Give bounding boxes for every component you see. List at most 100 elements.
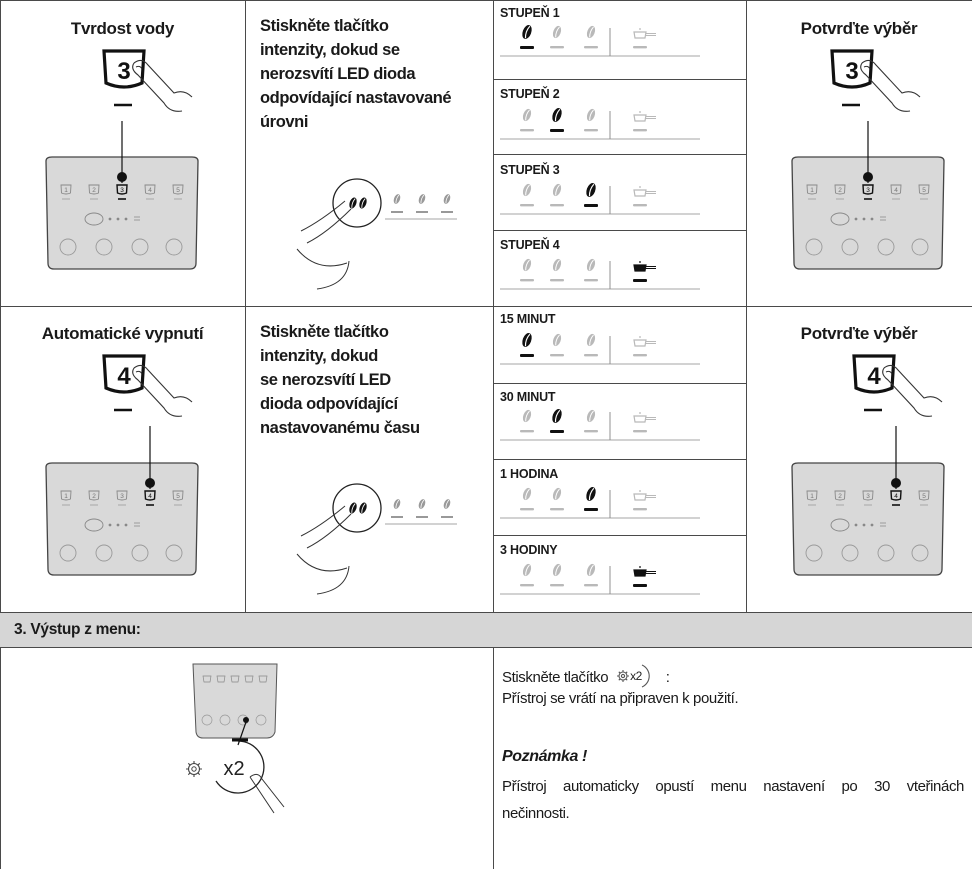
panel-cup-icon: [134, 216, 140, 221]
pressing-hand-icon: [132, 59, 193, 112]
button-outline: [215, 740, 265, 794]
coffee-bean-icon: [586, 333, 596, 347]
note-line: Přístroj automaticky opustí menu nastave…: [502, 778, 964, 795]
auto-off-title: Automatické vypnutí: [41, 324, 204, 343]
cup-icon: [633, 111, 656, 122]
led-bar: [520, 204, 534, 207]
intensity-instruction: Stiskněte tlačítko intenzity, dokud se n…: [260, 320, 490, 440]
led-bar: [633, 354, 647, 357]
instruction-line: úrovni: [260, 113, 309, 131]
panel-key-icon: [172, 490, 184, 501]
panel-bean-dot: [108, 523, 112, 527]
led-bar: [550, 46, 564, 49]
led-bar: [550, 508, 564, 511]
intensity-button-icon: [830, 212, 850, 226]
instruction-line: intenzity, dokud: [260, 347, 378, 365]
led-bar: [416, 211, 428, 213]
exit-instruction: Stiskněte tlačítko x2 :: [502, 663, 670, 693]
panel-round-button: [131, 544, 149, 562]
coffee-bean-icon: [443, 194, 451, 204]
panel-cup-icon: [134, 522, 140, 527]
panel-bean-dot: [870, 217, 874, 221]
step-label: 1 HODINA: [500, 467, 559, 481]
led-bar: [550, 430, 564, 433]
instruction-line: Stiskněte tlačítko: [260, 323, 389, 341]
coffee-bean-icon: [359, 502, 367, 514]
led-bar: [584, 508, 598, 511]
led-bar: [584, 46, 598, 49]
panel-round-button: [805, 544, 823, 562]
coffee-bean-icon: [586, 258, 596, 272]
led-bar: [633, 430, 647, 433]
panel-key-icon: [116, 184, 128, 195]
step-label: 30 MINUT: [500, 390, 556, 404]
led-bar: [391, 516, 403, 518]
panel-key-icon: [890, 490, 902, 501]
panel-key-number: 5: [176, 187, 180, 194]
intensity-button-circle: [332, 178, 382, 228]
panel-bean-dot: [854, 523, 858, 527]
panel-key-icon: [172, 184, 184, 195]
panel-key-number: 4: [148, 187, 152, 194]
auto-off-shield-icon: 4: [102, 354, 146, 412]
led-bar: [584, 430, 598, 433]
coffee-bean-icon: [522, 563, 532, 577]
settings-x2-button-illustration: x2: [186, 738, 285, 814]
cup-icon: [633, 490, 656, 501]
led-bar: [550, 584, 564, 587]
panel-key-icon: [834, 490, 846, 501]
panel-round-button: [95, 544, 113, 562]
panel-key-number: 4: [894, 187, 898, 194]
panel-bean-dot: [124, 523, 128, 527]
led-step-indicator: [500, 563, 700, 595]
led-bar: [633, 584, 647, 587]
column-divider: [493, 0, 494, 869]
step-label: STUPEŇ 2: [500, 87, 560, 101]
panel-key-number: 3: [120, 187, 124, 194]
panel-round-button: [59, 238, 77, 256]
confirm-auto-off-shield-icon: 4: [852, 354, 896, 412]
panel-bean-dot: [116, 523, 120, 527]
coffee-bean-icon: [349, 197, 357, 209]
instruction-line: se nerozsvítí LED: [260, 371, 391, 389]
led-bar: [633, 46, 647, 49]
led-bar: [520, 584, 534, 587]
cup-icon: [633, 412, 656, 423]
step-label: STUPEŇ 1: [500, 6, 560, 20]
led-bar: [633, 508, 647, 511]
pressing-hand-icon: [296, 505, 352, 595]
table-border-top: [0, 0, 972, 1]
led-bar: [550, 279, 564, 282]
coffee-bean-icon: [586, 25, 596, 39]
panel-key-number: 3: [866, 187, 870, 194]
svg-text:3: 3: [845, 58, 858, 85]
panel-round-button: [877, 544, 895, 562]
pointer-dot: [863, 172, 873, 182]
press-intensity-illustration: [296, 483, 457, 595]
note-line: nečinnosti.: [502, 805, 570, 822]
led-step-indicator: [500, 333, 700, 365]
led-step-indicator: [500, 25, 700, 57]
panel-round-button: [201, 714, 213, 726]
coffee-bean-icon: [552, 183, 562, 197]
led-bar: [584, 354, 598, 357]
coffee-bean-icon: [359, 197, 367, 209]
led-step-indicator: [500, 258, 700, 290]
panel-key-icon: [144, 490, 156, 501]
panel-key-number: 5: [922, 187, 926, 194]
panel-key-icon: [834, 184, 846, 195]
intensity-button-icon: [84, 518, 104, 532]
row-divider: [0, 306, 972, 307]
cup-icon: [633, 186, 656, 197]
instruction-line: nastavovanému času: [260, 419, 420, 437]
led-bar: [550, 204, 564, 207]
panel-key-icon: [60, 184, 72, 195]
led-bar: [520, 508, 534, 511]
panel-round-button: [911, 238, 929, 256]
panel-round-button: [255, 714, 267, 726]
x2-label: x2: [630, 669, 643, 683]
coffee-bean-icon: [552, 487, 562, 501]
panel-key-icon: [918, 490, 930, 501]
